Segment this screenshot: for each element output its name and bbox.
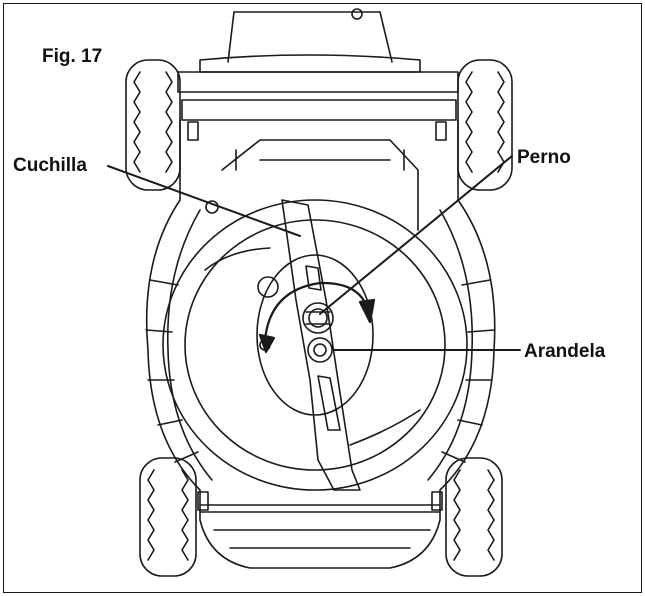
figure-title: Fig. 17 (42, 46, 103, 67)
rear-left-wheel (125, 59, 181, 191)
blade-leader (107, 165, 301, 237)
inner-deck (205, 139, 419, 231)
front-right-wheel (445, 457, 503, 577)
rear-right-wheel (457, 59, 513, 191)
front-left-wheel (139, 457, 197, 577)
front-axle (197, 491, 443, 549)
mower-deck (145, 119, 496, 569)
bolt-leader (319, 155, 513, 315)
blade[interactable] (281, 199, 361, 491)
callout-lines (107, 155, 521, 351)
washer[interactable] (307, 337, 333, 363)
bolt-label: Perno (517, 147, 571, 168)
blade-housing (162, 199, 468, 491)
washer-label: Arandela (524, 341, 606, 362)
rotation-arrow-icon (258, 281, 376, 354)
bolt[interactable] (302, 302, 334, 334)
figure-frame (3, 3, 642, 593)
rear-flap (177, 54, 459, 141)
handle (227, 8, 393, 63)
blade-label: Cuchilla (13, 155, 87, 176)
